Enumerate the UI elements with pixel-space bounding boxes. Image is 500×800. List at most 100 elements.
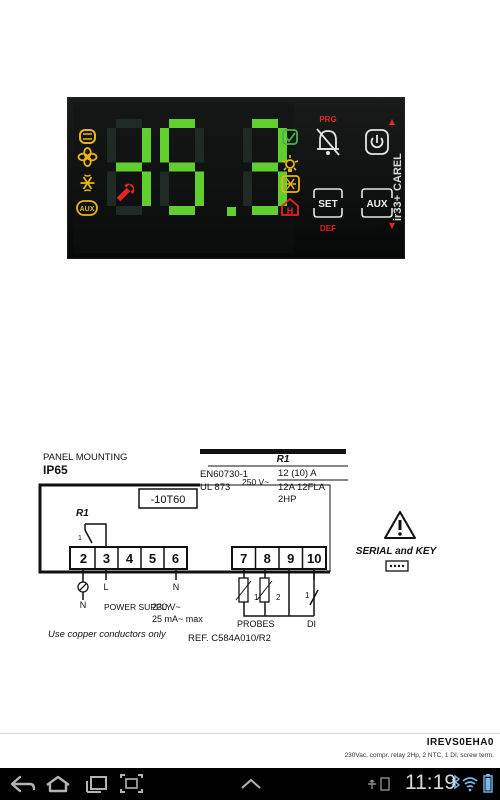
footer-divider	[0, 733, 500, 734]
power-rating1: 230 V~	[152, 602, 181, 612]
segment-2-a	[169, 119, 195, 128]
def-label: DEF	[320, 224, 336, 233]
segment-1-c	[142, 171, 151, 206]
wrench-icon	[116, 183, 135, 202]
fan-icon	[77, 147, 98, 167]
di-label: DI	[307, 619, 316, 629]
product-footer: IREVS0EHA0 230Vac, compr. relay 2Hp, 2 N…	[0, 735, 500, 768]
terminal-6: 6	[172, 551, 179, 566]
segment-1-a	[116, 119, 142, 128]
decimal-point	[227, 207, 236, 216]
voltage-label: 250 V~	[242, 477, 269, 487]
product-description: 230Vac, compr. relay 2Hp, 2 NTC, 1 DI, s…	[344, 752, 494, 759]
segment-1-b	[142, 128, 151, 163]
power-rating2: 25 mA~ max	[152, 614, 203, 624]
menu-up-icon[interactable]	[236, 771, 266, 797]
rating-line3: 2HP	[278, 494, 296, 505]
panel-mounting-label: PANEL MOUNTING	[43, 452, 127, 463]
terminal-4: 4	[126, 551, 134, 566]
terminal-5: 5	[149, 551, 156, 566]
svg-text:CAREL: CAREL	[392, 153, 404, 191]
alarm-clock-icon: H	[281, 197, 299, 216]
defrost-icon	[80, 174, 95, 192]
prg-label: PRG	[319, 115, 336, 124]
segment-1-g	[116, 162, 142, 172]
ref-label: REF. C584A010/R2	[188, 633, 271, 644]
terminal-8: 8	[264, 551, 271, 566]
standard-label: EN60730-1	[200, 469, 248, 480]
segment-2-f	[160, 128, 169, 163]
product-code: IREVS0EHA0	[426, 737, 494, 748]
segment-2-e	[160, 171, 169, 206]
temperature-display	[107, 119, 287, 215]
probes-label: PROBES	[237, 619, 275, 629]
segment-2-c	[195, 171, 204, 206]
light-icon	[281, 155, 299, 172]
svg-text:ir33+: ir33+	[392, 195, 404, 221]
serial-connector-icon	[385, 560, 409, 572]
probe2-label: 2	[276, 593, 281, 602]
status-clock: 11:19	[405, 771, 456, 794]
terminal-block-right: 7 8 9 10	[240, 547, 321, 569]
screenshot-button-icon[interactable]	[116, 771, 148, 797]
segment-3-g	[252, 162, 278, 172]
svg-text:H: H	[287, 206, 294, 216]
power-supply-label: POWER SUPPLY	[104, 602, 172, 612]
continuous-cycle-icon	[281, 175, 300, 193]
mute-alarm-button[interactable]	[313, 127, 343, 156]
segment-3-a	[252, 119, 278, 128]
segment-3-d	[252, 206, 278, 215]
controller-panel: AUX	[66, 96, 406, 260]
r1-relay-label: R1	[76, 508, 89, 519]
terminal-2: 2	[80, 551, 87, 566]
usb-icon	[368, 779, 376, 789]
serial-key-label: SERIAL and KEY	[356, 546, 438, 557]
battery-icon	[483, 774, 493, 793]
segment-1-d	[116, 206, 142, 215]
segment-3-f	[243, 128, 252, 163]
bluetooth-icon	[451, 774, 461, 790]
r1-spec-label: R1	[277, 454, 290, 465]
temp-range-label: -10T60	[151, 494, 186, 506]
terminal-3: 3	[103, 551, 110, 566]
terminal-10: 10	[307, 551, 321, 566]
down-arrow-icon	[389, 223, 395, 229]
home-button-icon[interactable]	[42, 771, 74, 797]
segment-1-e	[107, 171, 116, 206]
ul-label: UL 873	[200, 482, 230, 493]
system-nav-bar: 11:19	[0, 768, 500, 800]
wifi-icon	[462, 777, 478, 792]
segment-2-d	[169, 206, 195, 215]
svg-text:AUX: AUX	[80, 206, 95, 213]
up-arrow-icon	[389, 119, 395, 125]
label-n1: N	[80, 600, 87, 610]
segment-1-f	[107, 128, 116, 163]
brand-label: ir33+ CAREL	[392, 153, 404, 221]
rating-line2: 12A 12FLA	[278, 482, 326, 493]
back-button-icon[interactable]	[5, 771, 37, 797]
label-l: L	[103, 582, 108, 592]
copper-note: Use copper conductors only	[48, 629, 167, 640]
set-button[interactable]: SET	[313, 188, 343, 218]
segment-2-b	[195, 128, 204, 163]
recent-apps-button-icon[interactable]	[80, 771, 112, 797]
compressor-icon	[79, 129, 96, 144]
aux-button[interactable]: AUX	[361, 188, 393, 218]
notification-icon	[380, 777, 390, 791]
terminal-7: 7	[240, 551, 247, 566]
svg-text:AUX: AUX	[366, 199, 387, 210]
svg-text:SET: SET	[318, 199, 337, 210]
probe1-label: 1	[254, 593, 259, 602]
warning-icon	[384, 511, 416, 539]
segment-3-b	[278, 128, 287, 163]
terminal-9: 9	[287, 551, 294, 566]
segment-2-g	[169, 162, 195, 172]
label-n2: N	[173, 582, 180, 592]
wiring-diagram: PANEL MOUNTING IP65 R1 EN60730-1 UL 873 …	[30, 440, 480, 650]
segment-3-e	[243, 171, 252, 206]
relay-contact-label: 1	[78, 535, 82, 542]
power-button[interactable]	[365, 129, 389, 155]
di-contact-label: 1	[305, 591, 310, 600]
